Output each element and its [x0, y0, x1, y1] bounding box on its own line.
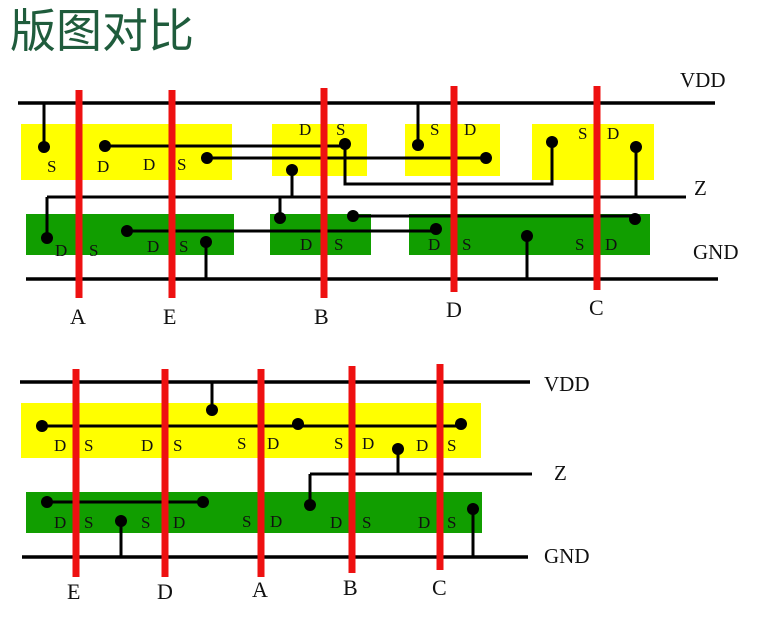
bottom-gate-label: A: [252, 577, 268, 602]
page-title: 版图对比: [10, 4, 194, 58]
bottom-pmos-terminal: D: [416, 436, 428, 455]
top-contact: [99, 140, 111, 152]
bottom-nmos-terminal: D: [54, 513, 66, 532]
bottom-nmos-terminal: D: [173, 513, 185, 532]
bottom-pmos-terminal: S: [447, 436, 456, 455]
bottom-pmos-terminal: S: [237, 434, 246, 453]
top-nmos-terminal: S: [334, 235, 343, 254]
bottom-contact: [455, 418, 467, 430]
top-contact: [521, 230, 533, 242]
top-nmos-terminal: D: [428, 235, 440, 254]
top-nmos-terminal: S: [575, 235, 584, 254]
top-contact: [339, 138, 351, 150]
top-gate-label: C: [589, 295, 604, 320]
top-contact: [412, 139, 424, 151]
top-nmos-terminal: S: [179, 237, 188, 256]
top-pmos-terminal: S: [578, 124, 587, 143]
top-nmos-terminal: S: [462, 235, 471, 254]
top-pmos-terminal: D: [299, 120, 311, 139]
bottom-nmos-terminal: S: [84, 513, 93, 532]
top-gate-label: E: [163, 304, 176, 329]
top-gate-label: D: [446, 297, 462, 322]
bottom-contact: [41, 496, 53, 508]
top-contact: [630, 141, 642, 153]
top-contact: [546, 136, 558, 148]
top-contact: [200, 236, 212, 248]
bottom-contact: [304, 499, 316, 511]
top-nmos-terminal: D: [55, 241, 67, 260]
bottom-layout: D S D S S D S D D S D S S D S D D S D S …: [20, 364, 590, 604]
top-contact: [41, 232, 53, 244]
bottom-pmos-terminal: S: [84, 436, 93, 455]
top-pmos-terminal: S: [177, 155, 186, 174]
bottom-pmos-terminal: S: [334, 434, 343, 453]
bottom-contact: [206, 404, 218, 416]
top-layout: S D D S D S S D S D D S D S D S D S S D …: [18, 68, 739, 329]
bottom-gate-label: B: [343, 575, 358, 600]
bottom-gate-label: E: [67, 579, 80, 604]
top-pmos-terminal: S: [336, 120, 345, 139]
top-contact: [274, 212, 286, 224]
top-pmos-diffusion-1: [21, 124, 232, 180]
top-contact: [201, 152, 213, 164]
bottom-nmos-diffusion: [26, 492, 482, 533]
top-contact: [480, 152, 492, 164]
bottom-pmos-terminal: S: [173, 436, 182, 455]
top-pmos-terminal: S: [47, 157, 56, 176]
bottom-nmos-terminal: S: [362, 513, 371, 532]
bottom-nmos-terminal: S: [141, 513, 150, 532]
top-z-label: Z: [694, 176, 707, 200]
bottom-gate-label: C: [432, 575, 447, 600]
top-nmos-terminal: D: [605, 235, 617, 254]
top-contact: [629, 213, 641, 225]
top-pmos-terminal: S: [430, 120, 439, 139]
top-gate-label: B: [314, 304, 329, 329]
bottom-contact: [392, 443, 404, 455]
top-pmos-terminal: D: [607, 124, 619, 143]
top-gnd-label: GND: [693, 240, 739, 264]
bottom-pmos-terminal: D: [54, 436, 66, 455]
top-contact: [347, 210, 359, 222]
bottom-gate-label: D: [157, 579, 173, 604]
top-contact: [286, 164, 298, 176]
bottom-z-label: Z: [554, 461, 567, 485]
top-pmos-terminal: D: [97, 157, 109, 176]
top-pmos-diffusion-2: [272, 124, 367, 176]
bottom-pmos-terminal: D: [141, 436, 153, 455]
bottom-vdd-label: VDD: [544, 372, 590, 396]
top-nmos-terminal: D: [147, 237, 159, 256]
top-vdd-label: VDD: [680, 68, 726, 92]
bottom-contact: [292, 418, 304, 430]
bottom-pmos-terminal: D: [267, 434, 279, 453]
top-contact: [38, 141, 50, 153]
top-pmos-terminal: D: [464, 120, 476, 139]
bottom-pmos-diffusion: [21, 403, 481, 458]
top-contact: [430, 223, 442, 235]
bottom-contact: [36, 420, 48, 432]
bottom-nmos-terminal: D: [418, 513, 430, 532]
bottom-nmos-terminal: D: [330, 513, 342, 532]
bottom-contact: [467, 503, 479, 515]
bottom-pmos-terminal: D: [362, 434, 374, 453]
top-contact: [121, 225, 133, 237]
bottom-contact: [115, 515, 127, 527]
top-wire-d: [343, 142, 554, 186]
top-nmos-terminal: S: [89, 241, 98, 260]
top-nmos-terminal: D: [300, 235, 312, 254]
bottom-nmos-terminal: D: [270, 512, 282, 531]
top-pmos-terminal: D: [143, 155, 155, 174]
bottom-gnd-label: GND: [544, 544, 590, 568]
bottom-contact: [197, 496, 209, 508]
top-gate-label: A: [70, 304, 86, 329]
bottom-nmos-terminal: S: [242, 512, 251, 531]
bottom-nmos-terminal: S: [447, 513, 456, 532]
